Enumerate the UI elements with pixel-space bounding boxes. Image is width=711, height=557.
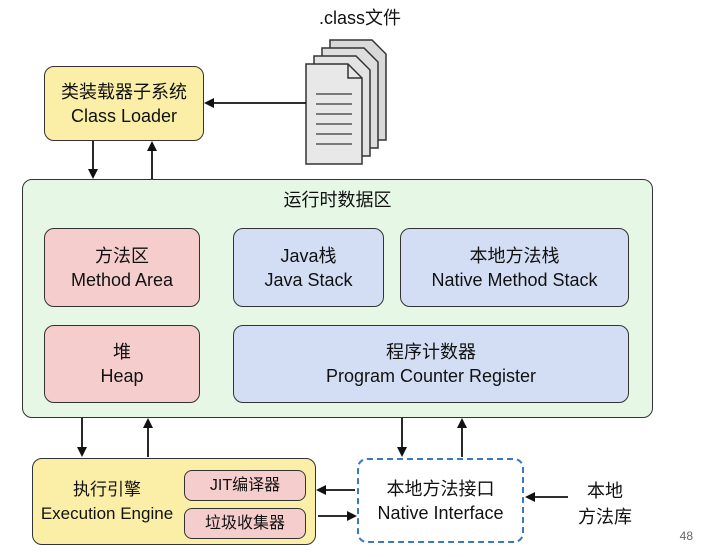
class-loader-title: 类装载器子系统	[61, 81, 187, 102]
native-method-stack-subtitle: Native Method Stack	[431, 269, 598, 290]
execution-engine-label: 执行引擎 Execution Engine	[32, 478, 182, 526]
method-area-subtitle: Method Area	[70, 269, 174, 290]
native-library-line1: 本地	[587, 481, 623, 501]
class-loader-box: 类装载器子系统 Class Loader	[44, 66, 204, 141]
garbage-collector-label: 垃圾收集器	[204, 514, 285, 532]
class-file-stack-icon	[305, 39, 387, 165]
native-interface-subtitle: Native Interface	[377, 502, 504, 523]
native-interface-title: 本地方法接口	[386, 478, 495, 499]
program-counter-title: 程序计数器	[386, 342, 476, 362]
heap-title: 堆	[113, 342, 131, 362]
execution-engine-subtitle: Execution Engine	[40, 504, 174, 523]
class-loader-subtitle: Class Loader	[70, 105, 178, 126]
program-counter-subtitle: Program Counter Register	[325, 366, 537, 386]
page-number: 48	[679, 529, 693, 543]
execution-engine-title: 执行引擎	[73, 480, 141, 499]
heap-box: 堆 Heap	[44, 325, 200, 403]
native-library-line2: 方法库	[578, 507, 632, 527]
java-stack-title: Java栈	[280, 245, 337, 266]
runtime-data-area-title: 运行时数据区	[283, 190, 392, 210]
jit-compiler-box: JIT编译器	[184, 470, 306, 501]
native-library-label: 本地 方法库	[570, 478, 640, 530]
garbage-collector-box: 垃圾收集器	[184, 508, 306, 539]
program-counter-box: 程序计数器 Program Counter Register	[233, 325, 629, 403]
method-area-box: 方法区 Method Area	[44, 228, 200, 307]
class-file-label: .class文件	[318, 8, 401, 28]
java-stack-box: Java栈 Java Stack	[233, 228, 384, 307]
java-stack-subtitle: Java Stack	[264, 269, 353, 290]
native-method-stack-box: 本地方法栈 Native Method Stack	[400, 228, 629, 307]
jit-compiler-label: JIT编译器	[209, 476, 281, 494]
method-area-title: 方法区	[95, 245, 149, 266]
heap-subtitle: Heap	[100, 366, 144, 386]
native-method-stack-title: 本地方法栈	[469, 245, 560, 266]
native-interface-box: 本地方法接口 Native Interface	[357, 458, 524, 543]
